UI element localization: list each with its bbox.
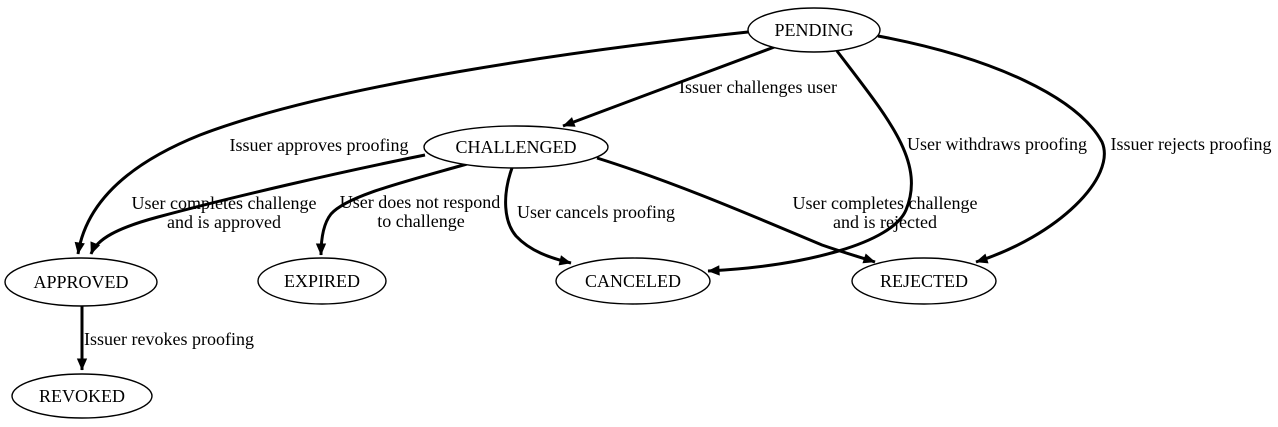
edge-label-line: and is approved [167, 212, 281, 232]
edge-challenged-to-rejected [596, 156, 876, 264]
edge-label-issuer-approves-proofing: Issuer approves proofing [230, 135, 409, 155]
edge-pending-to-challenged [562, 44, 778, 128]
edge-pending-to-canceled [707, 50, 913, 276]
edge-label-line: User completes challenge [793, 193, 978, 213]
node-challenged: CHALLENGED [423, 125, 609, 169]
node-canceled: CANCELED [555, 257, 711, 305]
node-pending-shape [747, 7, 881, 53]
node-approved: APPROVED [4, 257, 158, 307]
node-revoked: REVOKED [11, 373, 153, 419]
node-revoked-shape [11, 373, 153, 419]
edge-label-user-withdraws-proofing: User withdraws proofing [907, 134, 1087, 154]
edge-label-line: User completes challenge [132, 193, 317, 213]
edge-label-issuer-challenges-user: Issuer challenges user [679, 77, 837, 97]
node-pending-label: PENDING [775, 20, 854, 40]
edge-label-line: and is rejected [833, 212, 937, 232]
node-challenged-shape [423, 125, 609, 169]
edge-label-user-completes-challenge-approved: User completes challenge and is approved [132, 193, 317, 232]
node-canceled-shape [555, 257, 711, 305]
edge-label-user-completes-challenge-rejected: User completes challenge and is rejected [793, 193, 978, 232]
edge-label-user-does-not-respond: User does not respond to challenge [340, 192, 500, 231]
node-canceled-label: CANCELED [585, 271, 681, 291]
node-revoked-label: REVOKED [39, 386, 125, 406]
edge-challenged-to-canceled [504, 167, 572, 266]
node-rejected-label: REJECTED [880, 271, 968, 291]
edge-label-issuer-revokes-proofing: Issuer revokes proofing [84, 329, 254, 349]
node-layer: PENDING CHALLENGED APPROVED EXPIRED CANC… [4, 7, 997, 419]
edge-label-line: User does not respond [340, 192, 500, 212]
edge-pending-to-rejected [877, 34, 1106, 264]
node-rejected: REJECTED [851, 257, 997, 305]
node-approved-shape [4, 257, 158, 307]
edge-challenged-to-expired [315, 162, 468, 256]
edge-layer [74, 30, 1106, 371]
edge-pending-to-approved [74, 30, 749, 255]
node-expired: EXPIRED [257, 257, 387, 305]
edge-label-user-cancels-proofing: User cancels proofing [517, 202, 675, 222]
node-rejected-shape [851, 257, 997, 305]
edge-label-line: to challenge [377, 211, 464, 231]
edge-label-layer: Issuer challenges user Issuer approves p… [84, 77, 1271, 349]
node-expired-label: EXPIRED [284, 271, 360, 291]
node-approved-label: APPROVED [33, 272, 128, 292]
node-pending: PENDING [747, 7, 881, 53]
edge-challenged-to-approved [89, 153, 426, 255]
node-challenged-label: CHALLENGED [456, 137, 577, 157]
edge-label-issuer-rejects-proofing: Issuer rejects proofing [1111, 134, 1272, 154]
node-expired-shape [257, 257, 387, 305]
